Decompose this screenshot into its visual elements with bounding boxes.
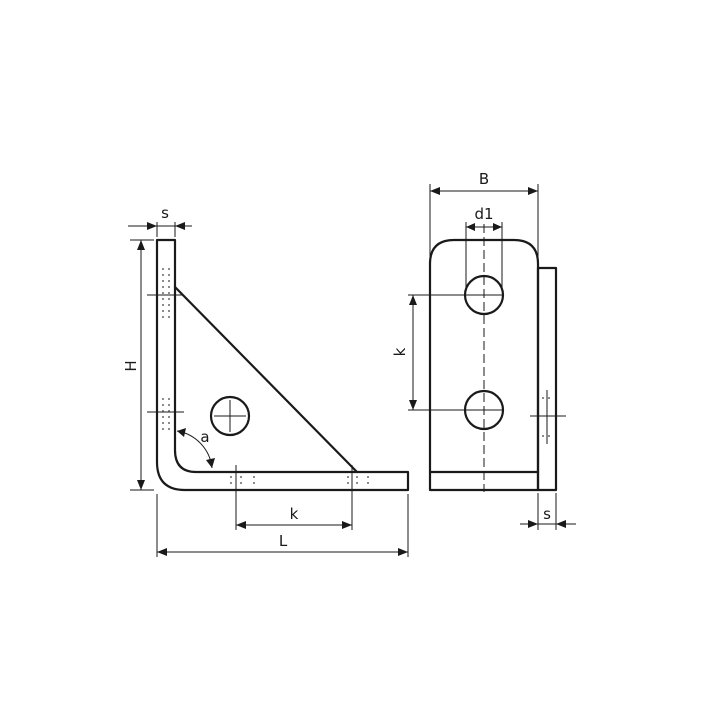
d1-arrow-right — [493, 223, 502, 231]
angle-a-arrow-top — [177, 428, 186, 437]
s-arrow-left — [147, 222, 157, 230]
k-arrow-bottom — [409, 400, 417, 410]
H-arrow-top — [137, 240, 145, 250]
L-label: L — [279, 532, 288, 550]
k-label-left-view: k — [290, 505, 299, 523]
k-arrow-right — [342, 521, 352, 529]
angle-a-arrow-bottom — [206, 458, 215, 468]
H-label: H — [122, 360, 140, 371]
B-arrow-left — [430, 187, 440, 195]
B-arrow-right — [528, 187, 538, 195]
right-view: B d1 k s — [391, 170, 576, 530]
gusset-hole — [209, 395, 251, 437]
H-arrow-bottom — [137, 480, 145, 490]
bracket-outer-profile — [155, 238, 410, 492]
k-label-right-view: k — [391, 347, 409, 356]
angle-a-label: a — [200, 428, 209, 446]
s-arrow-right — [175, 222, 185, 230]
k-arrow-left — [236, 521, 246, 529]
gusset-outline — [173, 285, 359, 474]
L-arrow-left — [157, 548, 167, 556]
left-view: k L H s a — [122, 204, 410, 557]
d1-arrow-left — [466, 223, 475, 231]
side-leg-outline — [536, 266, 558, 492]
B-label: B — [479, 170, 489, 188]
L-arrow-right — [398, 548, 408, 556]
s2-arrow-left — [528, 520, 538, 528]
s-label-right-view: s — [543, 505, 551, 523]
s2-arrow-right — [556, 520, 566, 528]
d1-label: d1 — [474, 205, 493, 223]
k-arrow-top — [409, 295, 417, 305]
s-label-left-view: s — [161, 204, 169, 222]
